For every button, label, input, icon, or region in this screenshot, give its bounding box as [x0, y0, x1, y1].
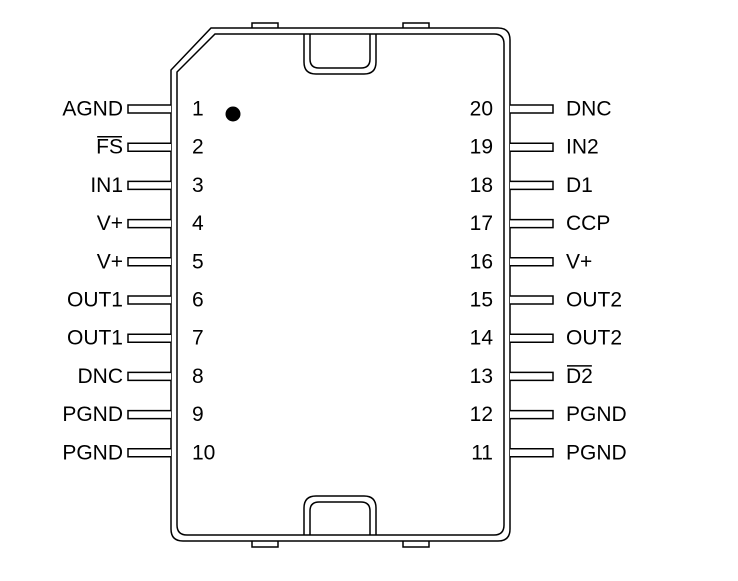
left-pin-lead-6	[127, 295, 171, 305]
right-pin-number-15: 15	[470, 289, 493, 312]
right-pin-number-16: 16	[470, 250, 493, 273]
right-pin-label-12: PGND	[566, 403, 627, 426]
right-pin-number-18: 18	[470, 174, 493, 197]
package-outline-outer	[170, 27, 511, 542]
right-pin-number-20: 20	[470, 98, 493, 121]
top-notch-outer	[303, 34, 377, 75]
right-pin-label-16: V+	[566, 250, 592, 273]
right-pin-lead-19	[510, 142, 554, 152]
bottom-notch-outer	[303, 495, 377, 535]
right-pin-label-17: CCP	[566, 212, 610, 235]
left-pin-label-1: AGND	[62, 98, 123, 121]
left-pin-lead-10	[127, 448, 171, 458]
left-pin-label-3: IN1	[90, 174, 123, 197]
left-pin-label-4: V+	[97, 212, 123, 235]
pin1-indicator-dot	[225, 106, 241, 122]
left-pin-number-3: 3	[192, 174, 204, 197]
right-pin-lead-13	[510, 371, 554, 382]
left-pin-label-8: DNC	[78, 365, 124, 388]
left-pin-lead-5	[127, 257, 171, 267]
right-pin-label-20: DNC	[566, 98, 612, 121]
left-pin-number-8: 8	[192, 365, 204, 388]
right-pin-lead-17	[510, 218, 554, 229]
right-pin-lead-18	[510, 180, 554, 191]
left-pin-number-5: 5	[192, 250, 204, 273]
right-pin-number-17: 17	[470, 212, 493, 235]
right-pin-label-15: OUT2	[566, 289, 622, 312]
right-pin-lead-15	[510, 295, 554, 305]
left-pin-label-10: PGND	[62, 441, 123, 464]
left-pin-label-6: OUT1	[67, 289, 123, 312]
right-pin-number-11: 11	[471, 441, 493, 464]
left-pin-label-7: OUT1	[67, 327, 123, 350]
right-pin-number-12: 12	[470, 403, 493, 426]
right-pin-lead-20	[510, 104, 554, 114]
left-pin-lead-4	[127, 218, 171, 229]
left-pin-number-10: 10	[192, 441, 215, 464]
left-pin-number-2: 2	[192, 136, 204, 159]
right-pin-label-19: IN2	[566, 136, 599, 159]
left-pin-number-1: 1	[192, 98, 204, 121]
left-pin-label-9: PGND	[62, 403, 123, 426]
left-pin-lead-2	[127, 142, 171, 152]
left-pin-lead-7	[127, 333, 171, 343]
right-pin-label-18: D1	[566, 174, 593, 197]
left-pin-lead-8	[127, 371, 171, 382]
left-pin-number-6: 6	[192, 289, 204, 312]
right-pin-lead-12	[510, 409, 554, 420]
right-pin-lead-11	[510, 448, 554, 458]
left-pin-lead-9	[127, 409, 171, 420]
package-outline-inner	[176, 33, 505, 536]
right-pin-label-13: D2	[566, 365, 593, 388]
right-pin-label-14: OUT2	[566, 327, 622, 350]
left-pin-number-7: 7	[192, 327, 204, 350]
top-notch-inner	[309, 34, 371, 69]
right-pin-number-19: 19	[470, 136, 493, 159]
left-pin-lead-1	[127, 104, 171, 114]
left-pin-number-9: 9	[192, 403, 204, 426]
left-pin-number-4: 4	[192, 212, 204, 235]
left-pin-label-5: V+	[97, 250, 123, 273]
right-pin-number-13: 13	[470, 365, 493, 388]
left-pin-lead-3	[127, 180, 171, 191]
right-pin-number-14: 14	[470, 327, 494, 350]
right-pin-lead-16	[510, 257, 554, 267]
right-pin-lead-14	[510, 333, 554, 343]
left-pin-label-2: FS	[96, 136, 123, 159]
bottom-notch-inner	[309, 501, 371, 535]
right-pin-label-11: PGND	[566, 441, 627, 464]
